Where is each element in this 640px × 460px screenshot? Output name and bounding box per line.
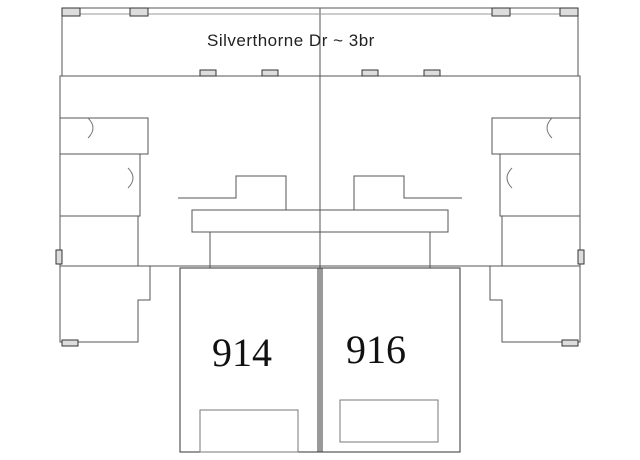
right-living-area <box>319 75 581 267</box>
center-core-right <box>319 209 449 233</box>
left-garage-door-note <box>199 409 299 453</box>
window-mark <box>423 69 441 77</box>
left-bedroom-top <box>59 117 149 155</box>
left-utility <box>209 231 321 269</box>
window-mark <box>199 69 217 77</box>
right-lower-wing <box>489 266 581 343</box>
window-mark <box>561 339 579 347</box>
unit-number-right: 916 <box>346 327 406 372</box>
window-mark <box>577 249 585 265</box>
left-bedroom-low <box>59 215 139 267</box>
right-center-hall <box>322 175 462 211</box>
window-mark <box>559 7 579 17</box>
window-mark <box>361 69 379 77</box>
window-mark <box>129 7 149 17</box>
right-bedroom-mid <box>499 153 581 217</box>
right-bedroom-low <box>501 215 581 267</box>
right-utility <box>319 231 431 269</box>
window-mark <box>61 7 81 17</box>
window-mark <box>261 69 279 77</box>
right-garage <box>319 267 461 453</box>
right-bedroom-top <box>491 117 581 155</box>
window-mark <box>55 249 63 265</box>
left-living-area <box>59 75 321 267</box>
unit-number-left: 914 <box>212 330 272 375</box>
plan-title: Silverthorne Dr ~ 3br <box>207 31 375 50</box>
left-center-hall <box>178 175 318 211</box>
window-mark <box>491 7 511 17</box>
center-core-left <box>191 209 321 233</box>
right-garage-door-note <box>339 399 439 443</box>
window-mark <box>61 339 79 347</box>
left-lower-wing <box>59 266 151 343</box>
left-bedroom-mid <box>59 153 141 217</box>
